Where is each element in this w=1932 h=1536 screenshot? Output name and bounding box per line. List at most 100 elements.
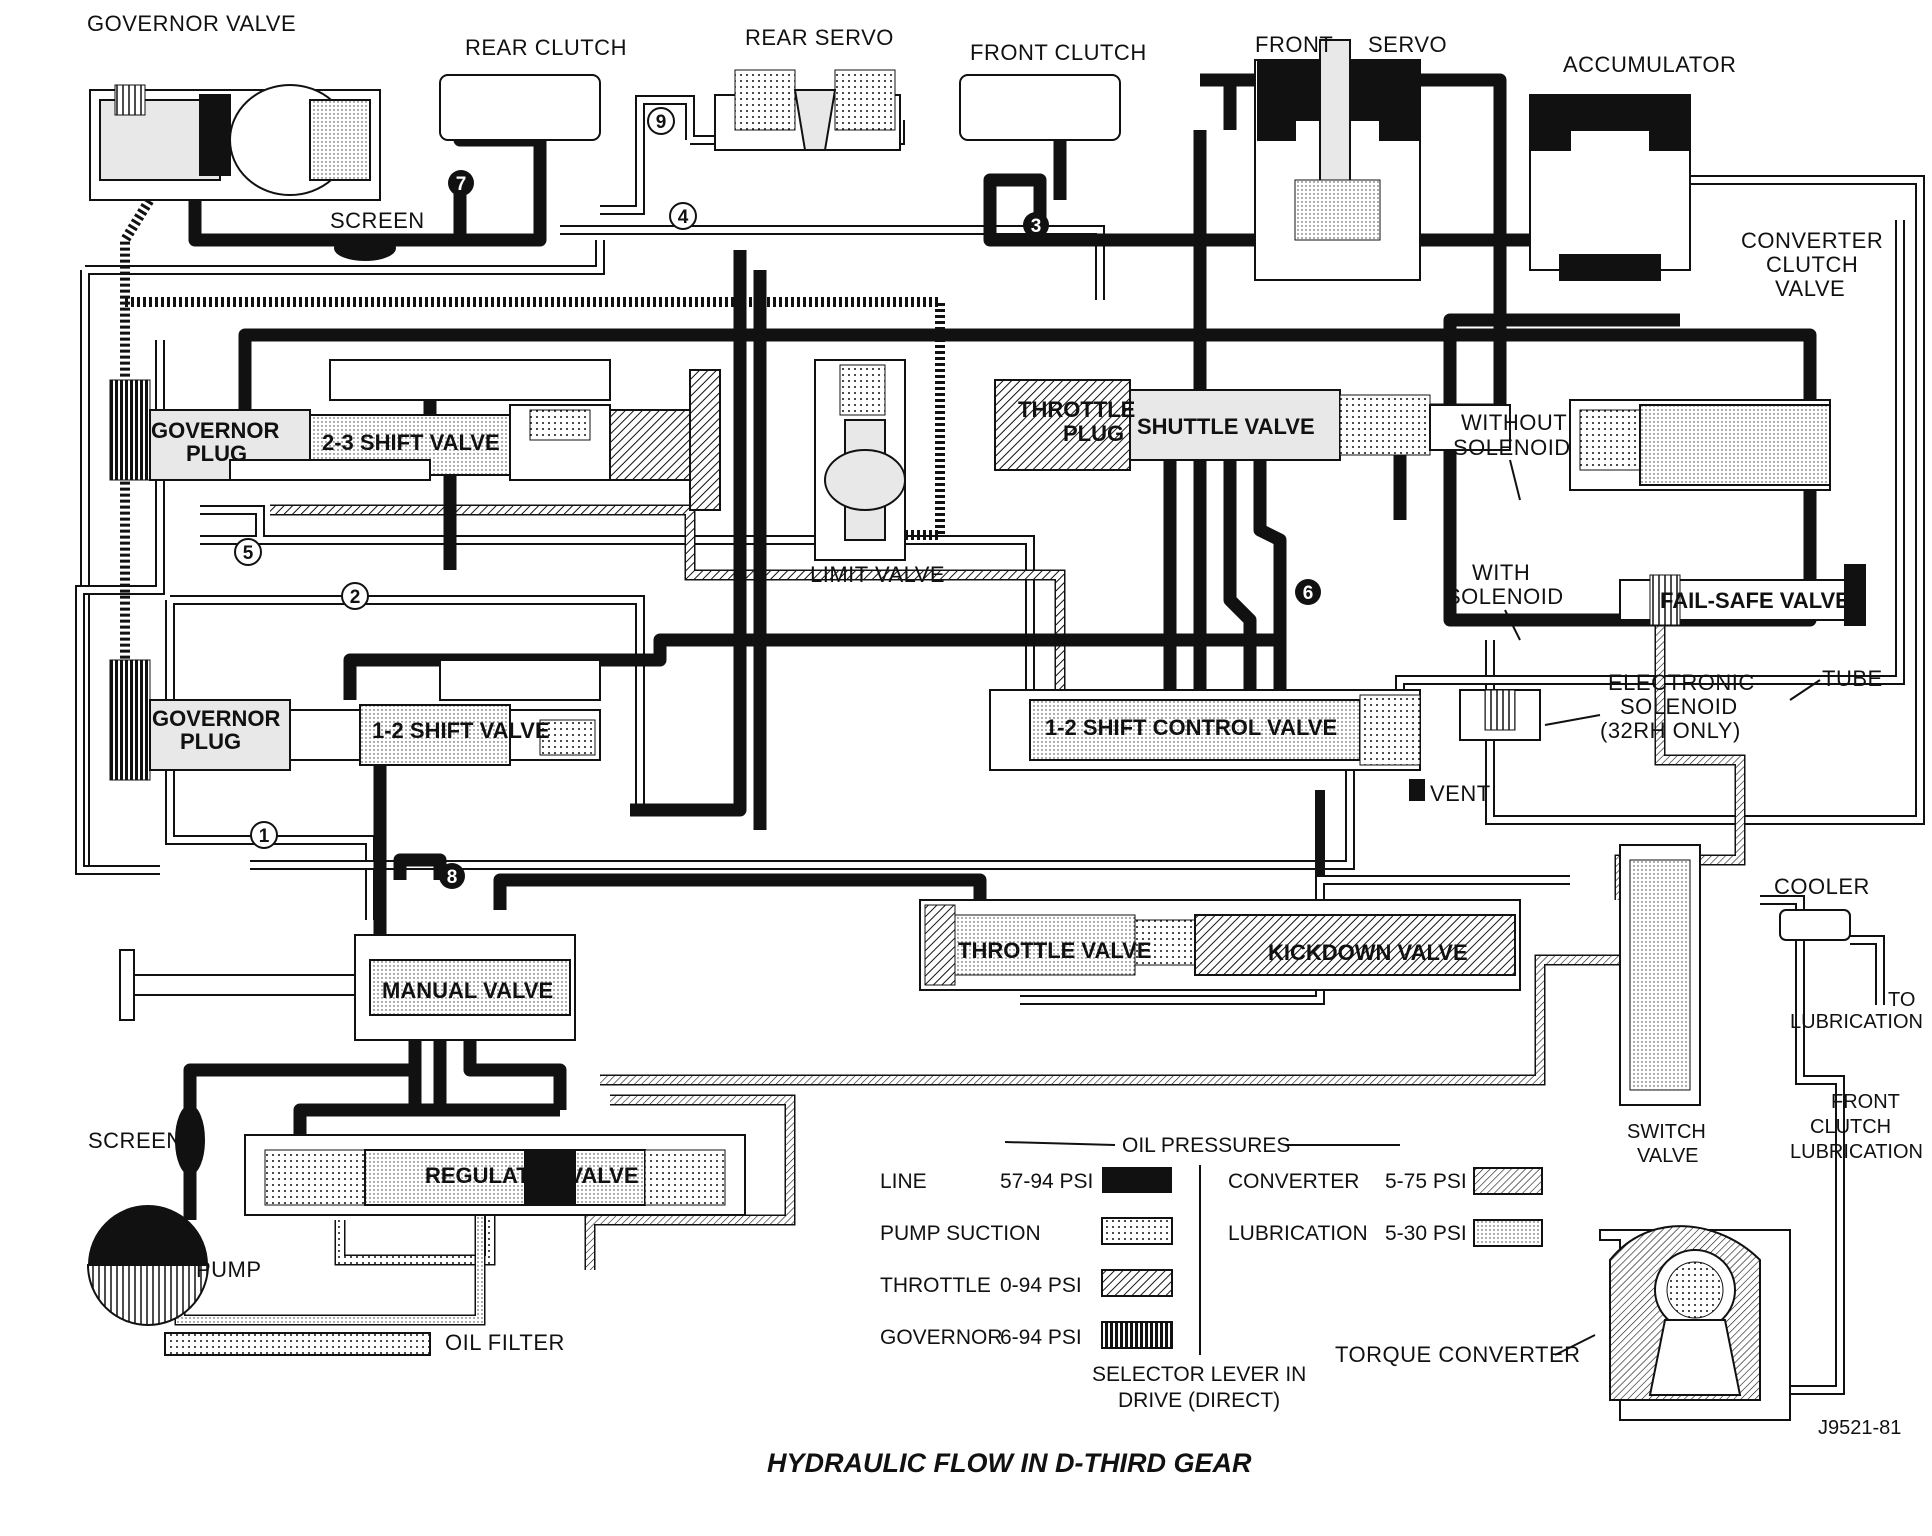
- governor-plug-lower-label-1: GOVERNOR: [152, 706, 280, 731]
- cooler-body: [1779, 909, 1851, 941]
- torque-converter-label: TORQUE CONVERTER: [1335, 1342, 1581, 1367]
- legend-rule-left: [1004, 1141, 1116, 1146]
- converter-clutch-valve-label-1: CONVERTER: [1741, 228, 1883, 253]
- ball-check-6-label: 6: [1303, 583, 1314, 604]
- throttle-kickdown-body: [919, 899, 1521, 991]
- regulator-valve-label: REGULATOR VALVE: [425, 1163, 639, 1188]
- pump-body: [86, 1205, 210, 1326]
- tube-leader: [1789, 679, 1821, 701]
- switch-valve-label-2: VALVE: [1637, 1145, 1699, 1167]
- legend-lubrication-value: 5-30 PSI: [1385, 1222, 1467, 1245]
- ball-check-2-label: 2: [350, 587, 361, 608]
- legend-converter-swatch: [1473, 1167, 1543, 1195]
- manual-valve-label: MANUAL VALVE: [382, 978, 553, 1003]
- screen-top-body: [334, 235, 396, 261]
- shift-12-control-valve-label: 1-2 SHIFT CONTROL VALVE: [1045, 715, 1337, 740]
- selector-lever-label-1: SELECTOR LEVER IN: [1092, 1363, 1306, 1386]
- regulator-valve-body: [244, 1134, 746, 1216]
- ball-check-6: [1295, 579, 1321, 605]
- ball-check-3: [1023, 212, 1049, 238]
- converter-clutch-valve-body: [1569, 399, 1831, 491]
- with-solenoid-leader: [1504, 609, 1521, 641]
- throttle-plug-label-1: THROTTLE: [1018, 397, 1135, 422]
- kickdown-valve-label: KICKDOWN VALVE: [1268, 940, 1468, 965]
- legend-heading: OIL PRESSURES: [1122, 1134, 1290, 1157]
- converter-clutch-valve-label-2: CLUTCH: [1766, 252, 1858, 277]
- shift-23-valve-body: [149, 359, 721, 511]
- governor-valve-body: [89, 84, 381, 201]
- ball-check-1-label: 1: [259, 826, 270, 847]
- ball-check-5: [234, 538, 262, 566]
- legend-pump-suction-swatch: [1101, 1217, 1173, 1245]
- shift-12-valve-body: [149, 659, 601, 771]
- legend-throttle-value: 0-94 PSI: [1000, 1274, 1082, 1297]
- ball-check-4-label: 4: [678, 207, 689, 228]
- lubrication-passages: [75, 95, 1925, 1395]
- oil-filter-body: [164, 1332, 431, 1356]
- front-clutch-body: [959, 74, 1121, 141]
- pump-label: PUMP: [196, 1257, 262, 1282]
- rear-servo-body: [714, 69, 901, 151]
- fail-safe-valve-label: FAIL-SAFE VALVE: [1660, 588, 1850, 613]
- front-clutch-lub-label-3: LUBRICATION: [1790, 1141, 1923, 1163]
- electronic-solenoid-label-3: (32RH ONLY): [1600, 718, 1741, 743]
- legend-line-swatch: [1102, 1167, 1172, 1193]
- rear-clutch-body: [439, 74, 601, 141]
- cooler-label: COOLER: [1774, 874, 1870, 899]
- figure-id: J9521-81: [1818, 1417, 1901, 1439]
- with-solenoid-label-1: WITH: [1472, 560, 1530, 585]
- converter-clutch-valve-label-3: VALVE: [1775, 276, 1845, 301]
- switch-valve-body: [1619, 844, 1701, 1106]
- legend-throttle-label: THROTTLE: [880, 1274, 991, 1297]
- screen-lower-body: [175, 1105, 205, 1175]
- ball-check-9-label: 9: [656, 112, 667, 133]
- to-lubrication-label-1: TO: [1888, 989, 1915, 1011]
- shift-23-valve-label: 2-3 SHIFT VALVE: [322, 430, 500, 455]
- front-clutch-lub-label-1: FRONT: [1831, 1091, 1900, 1113]
- oil-filter-label: OIL FILTER: [445, 1330, 565, 1355]
- without-solenoid-label-2: SOLENOID: [1453, 435, 1571, 460]
- electronic-solenoid-label-1: ELECTRONIC: [1608, 670, 1755, 695]
- front-servo-body: [1254, 39, 1421, 281]
- legend: OIL PRESSURES LINE 57-94 PSI PUMP SUCTIO…: [880, 1134, 1543, 1412]
- screen-top-label: SCREEN: [330, 208, 425, 233]
- legend-lubrication-label: LUBRICATION: [1228, 1222, 1368, 1245]
- ball-check-2: [341, 582, 369, 610]
- ball-checks: 1 2 3 4 5 6 7 8 9: [234, 107, 1321, 889]
- without-solenoid-leader: [1509, 459, 1521, 501]
- electronic-solenoid-body: [1459, 689, 1541, 741]
- rear-servo-label: REAR SERVO: [745, 25, 894, 50]
- ball-check-7-label: 7: [456, 174, 467, 195]
- front-clutch-label: FRONT CLUTCH: [970, 40, 1147, 65]
- governor-plug-upper-label-2: PLUG: [186, 441, 247, 466]
- vent-label: VENT: [1430, 781, 1491, 806]
- legend-pump-suction-label: PUMP SUCTION: [880, 1222, 1041, 1245]
- legend-governor-value: 6-94 PSI: [1000, 1326, 1082, 1349]
- rear-clutch-label: REAR CLUTCH: [465, 35, 627, 60]
- accumulator-body: [1529, 94, 1691, 281]
- to-lubrication-label-2: LUBRICATION: [1790, 1011, 1923, 1033]
- electronic-solenoid-label-2: SOLENOID: [1620, 694, 1738, 719]
- tube-label: TUBE: [1822, 666, 1883, 691]
- throttle-plug-label-2: PLUG: [1063, 421, 1124, 446]
- fail-safe-valve-body: [1619, 564, 1866, 626]
- ball-check-1: [250, 821, 278, 849]
- selector-lever-label-2: DRIVE (DIRECT): [1118, 1389, 1280, 1412]
- manual-valve-body: [119, 934, 576, 1041]
- limit-valve-label: LIMIT VALVE: [810, 562, 945, 587]
- without-solenoid-label-1: WITHOUT: [1461, 410, 1567, 435]
- ball-check-8: [439, 863, 465, 889]
- limit-valve-body: [814, 359, 906, 561]
- torque-converter-leader: [1554, 1334, 1596, 1356]
- legend-line-label: LINE: [880, 1170, 927, 1193]
- shuttle-valve-label: SHUTTLE VALVE: [1137, 414, 1315, 439]
- legend-lubrication-swatch: [1473, 1219, 1543, 1247]
- ball-check-3-label: 3: [1031, 216, 1042, 237]
- legend-converter-label: CONVERTER: [1228, 1170, 1359, 1193]
- throttle-valve-label: THROTTLE VALVE: [958, 938, 1152, 963]
- accumulator-label: ACCUMULATOR: [1563, 52, 1736, 77]
- legend-governor-label: GOVERNOR: [880, 1326, 1003, 1349]
- ball-check-9: [647, 107, 675, 135]
- shuttle-valve-body: [994, 379, 1511, 471]
